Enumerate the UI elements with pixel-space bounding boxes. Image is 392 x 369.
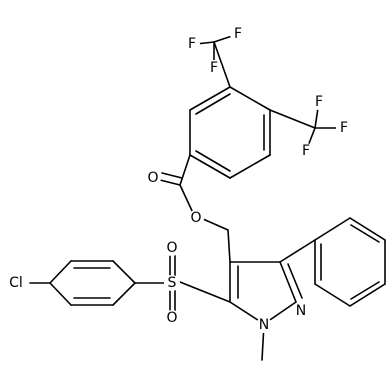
svg-text:O: O [166, 310, 177, 326]
bond [112, 282, 136, 306]
bond [279, 239, 316, 263]
bonds [29, 35, 386, 361]
bond [213, 35, 233, 43]
sulfonyl-oxygen-atom: O [164, 310, 180, 326]
bond [195, 150, 231, 172]
bond [189, 86, 231, 111]
bond [49, 260, 72, 284]
bond [227, 229, 231, 263]
bond [349, 283, 386, 307]
svg-text:F: F [234, 26, 242, 42]
bond [314, 217, 351, 241]
fluorine-atom: F [184, 36, 200, 52]
ester-oxygen-atom: O [188, 210, 204, 226]
svg-text:O: O [147, 170, 158, 186]
pyrazole-nitrogen-atom: N [256, 317, 272, 333]
bond [195, 93, 231, 115]
bond [213, 41, 231, 88]
bond [307, 127, 316, 147]
svg-text:O: O [190, 210, 201, 226]
svg-text:F: F [315, 94, 323, 110]
bond [287, 263, 303, 299]
svg-text:N: N [259, 317, 269, 333]
bond [189, 154, 231, 179]
sulfonyl-oxygen-atom: O [164, 240, 180, 256]
bond [179, 184, 195, 216]
bond [49, 282, 72, 306]
svg-text:Cl: Cl [9, 275, 23, 291]
bond [349, 217, 386, 241]
bond [314, 107, 319, 129]
atom-labels: F F F F F F O O [2, 26, 352, 333]
svg-text:F: F [210, 60, 218, 76]
bond [161, 172, 183, 179]
bond [229, 154, 271, 179]
bond [350, 224, 380, 243]
bond [279, 261, 297, 303]
fluorine-atom: F [230, 26, 246, 42]
svg-text:S: S [168, 275, 177, 291]
chlorine-atom: Cl [2, 275, 28, 291]
bond [159, 179, 181, 186]
fluorine-atom: F [206, 60, 222, 76]
sulfur-atom: S [164, 275, 180, 291]
fluorine-atom: F [298, 143, 314, 159]
bond [269, 109, 316, 129]
bond [179, 154, 191, 186]
svg-text:N: N [296, 303, 306, 319]
svg-text:O: O [166, 240, 177, 256]
bond [229, 86, 271, 111]
bond [179, 281, 231, 303]
carbonyl-oxygen-atom: O [145, 170, 161, 186]
svg-text:F: F [340, 120, 348, 136]
svg-text:F: F [188, 36, 196, 52]
svg-text:F: F [302, 143, 310, 159]
fluorine-atom: F [311, 94, 327, 110]
bond [112, 260, 136, 284]
pyrazole-nitrogen-atom: N [293, 303, 309, 319]
bond [314, 283, 351, 307]
fluorine-atom: F [336, 120, 352, 136]
bond [350, 281, 380, 300]
